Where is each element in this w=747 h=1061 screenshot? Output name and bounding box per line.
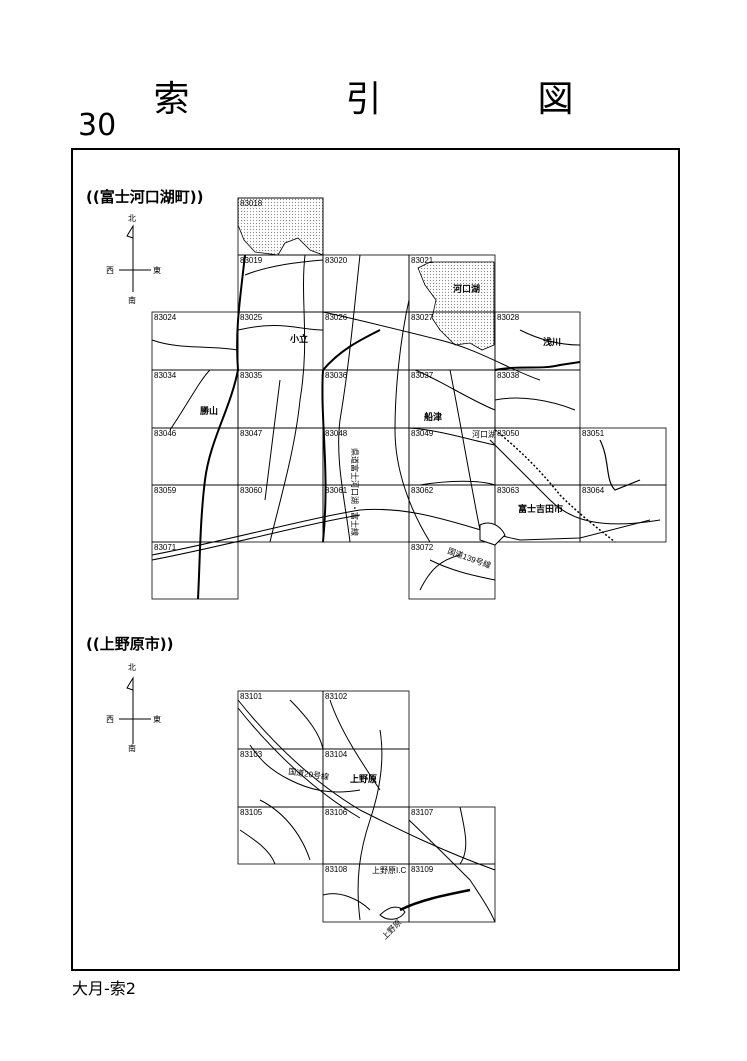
tile-label-83027: 83027 xyxy=(411,313,434,322)
compass-north-label: 北 xyxy=(128,214,136,223)
interchange-loop xyxy=(379,906,406,920)
section-heading-uenohara: ((上野原市)) xyxy=(86,635,174,653)
tile-label-83103: 83103 xyxy=(240,750,263,759)
tile-label-83059: 83059 xyxy=(154,486,177,495)
lake-kawaguchiko xyxy=(417,261,495,351)
river-shape xyxy=(599,439,641,491)
road-label-prefectural: 県道富士河口湖・富士線 xyxy=(350,448,360,536)
tile-label-83036: 83036 xyxy=(325,371,348,380)
tile-label-83062: 83062 xyxy=(411,486,434,495)
tile-label-83025: 83025 xyxy=(240,313,263,322)
compass-east-label-2: 東 xyxy=(153,714,161,724)
tile-label-83035: 83035 xyxy=(240,371,263,380)
page-title: 索 引 図 xyxy=(153,79,634,120)
tile-label-83050: 83050 xyxy=(497,429,520,438)
place-label-kawaguchiko-lake: 河口湖 xyxy=(453,283,480,295)
tile-label-83101: 83101 xyxy=(240,692,263,701)
place-label-uenohara-ic: 上野原I.C xyxy=(372,866,406,875)
section-heading-fujikawaguchiko: ((富士河口湖町)) xyxy=(86,188,204,206)
railway-chuo xyxy=(399,888,471,912)
tile-label-83064: 83064 xyxy=(582,486,605,495)
boundary-lines xyxy=(197,254,581,600)
tile-label-83038: 83038 xyxy=(497,371,520,380)
compass-south-label: 南 xyxy=(128,295,136,305)
road-network-1 xyxy=(151,254,661,591)
compass-east-label: 東 xyxy=(153,265,161,275)
station-label-uenohara: 上野原 xyxy=(380,918,403,941)
tile-labels-2: 83101 83102 83103 83104 83105 83106 83107 83108… xyxy=(240,692,434,874)
tile-label-83021: 83021 xyxy=(411,256,434,265)
tile-label-83106: 83106 xyxy=(325,808,348,817)
place-label-uenohara: 上野原 xyxy=(350,773,377,785)
tile-labels-1: 83018 83019 83020 83021 83024 83025 83026 83027… xyxy=(154,199,605,552)
tile-label-83060: 83060 xyxy=(240,486,263,495)
tile-label-83108: 83108 xyxy=(325,865,348,874)
tile-label-83109: 83109 xyxy=(411,865,434,874)
tile-label-83034: 83034 xyxy=(154,371,177,380)
compass-west-label-2: 西 xyxy=(106,715,114,724)
tile-label-83105: 83105 xyxy=(240,808,263,817)
tile-label-83051: 83051 xyxy=(582,429,605,438)
tile-label-83048: 83048 xyxy=(325,429,348,438)
place-label-kodachi: 小立 xyxy=(289,333,308,345)
tile-label-83026: 83026 xyxy=(325,313,348,322)
tile-label-83046: 83046 xyxy=(154,429,177,438)
tile-label-83104: 83104 xyxy=(325,750,348,759)
pond-shape xyxy=(479,522,506,546)
tile-label-83049: 83049 xyxy=(411,429,434,438)
compass-west-label: 西 xyxy=(106,266,114,275)
tile-label-83019: 83019 xyxy=(240,256,263,265)
place-label-katsuyama: 勝山 xyxy=(200,405,218,417)
road-network-2 xyxy=(237,699,496,923)
tile-label-83018: 83018 xyxy=(240,199,263,208)
footer-text: 大月-索2 xyxy=(72,979,136,998)
page-number: 30 xyxy=(78,108,117,143)
tile-label-83047: 83047 xyxy=(240,429,263,438)
tile-label-83072: 83072 xyxy=(411,543,434,552)
tile-label-83020: 83020 xyxy=(325,256,348,265)
compass-south-label-2: 南 xyxy=(128,743,136,753)
compass-north-label-2: 北 xyxy=(128,663,136,672)
tile-label-83107: 83107 xyxy=(411,808,434,817)
tile-grid-2 xyxy=(237,690,496,923)
road-label-route139: 国道139号線 xyxy=(446,545,492,570)
railway-fujikyu xyxy=(494,429,616,543)
tile-label-83061: 83061 xyxy=(325,486,348,495)
tile-label-83024: 83024 xyxy=(154,313,177,322)
map-frame xyxy=(71,148,680,971)
place-label-asakawa: 浅川 xyxy=(543,336,561,348)
tile-label-83037: 83037 xyxy=(411,371,434,380)
tile-label-83063: 83063 xyxy=(497,486,520,495)
tile-label-83102: 83102 xyxy=(325,692,348,701)
station-label-kawaguchiko: 河口湖 xyxy=(472,429,496,439)
place-label-fujiyoshida: 富士吉田市 xyxy=(518,503,563,515)
compass-rose xyxy=(119,224,151,744)
tile-label-83071: 83071 xyxy=(154,543,177,552)
place-label-funatsu: 船津 xyxy=(424,411,442,423)
tile-label-83028: 83028 xyxy=(497,313,520,322)
